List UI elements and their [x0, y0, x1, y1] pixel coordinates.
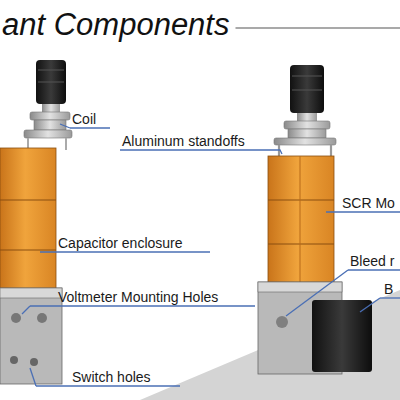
- leader-line: [30, 368, 36, 386]
- callout-label: Bleed r: [350, 253, 394, 269]
- cap-groove: [38, 82, 64, 83]
- leader-line: [360, 298, 380, 312]
- leader-lines: [22, 124, 400, 386]
- callout-label: B: [384, 281, 393, 297]
- voltmeter-hole: [37, 313, 47, 323]
- bleed-resistor-hole: [276, 316, 288, 328]
- cap-groove: [38, 70, 64, 71]
- right-tower: [258, 65, 372, 374]
- plate: [24, 130, 72, 138]
- black-cap: [36, 60, 66, 104]
- coil: [284, 121, 330, 129]
- voltmeter-hole: [11, 313, 21, 323]
- slide-title: ant Components: [2, 8, 229, 42]
- leader-line: [60, 124, 70, 128]
- scr-module-enclosure: [268, 156, 334, 284]
- coil: [30, 112, 70, 120]
- base-top: [0, 288, 62, 298]
- enclosure-band: [0, 200, 56, 201]
- coil-ring: [297, 113, 317, 121]
- leader-line: [22, 306, 30, 314]
- standoff: [65, 138, 67, 150]
- leader-line: [70, 127, 110, 128]
- title-rule: [235, 27, 400, 28]
- leader-line: [36, 385, 180, 386]
- leader-line: [30, 305, 255, 306]
- battery-box: [312, 300, 372, 372]
- switch-hole: [30, 358, 38, 366]
- enclosure-band: [268, 200, 334, 201]
- enclosure-edge: [300, 156, 301, 284]
- callout-label: SCR Mo: [342, 195, 395, 211]
- enclosure-band: [268, 244, 334, 245]
- callout-label: Coil: [72, 111, 96, 127]
- coil-ring: [42, 104, 60, 112]
- black-cap: [290, 65, 324, 113]
- leader-line: [348, 269, 400, 270]
- callout-label: Voltmeter Mounting Holes: [58, 289, 218, 305]
- capacitor-enclosure: [0, 148, 56, 290]
- callout-label: Switch holes: [72, 369, 151, 385]
- leader-line: [286, 270, 348, 316]
- cap-groove: [292, 76, 322, 77]
- enclosure-band: [0, 250, 56, 251]
- cap-groove: [292, 90, 322, 91]
- callout-label: Aluminum standoffs: [122, 133, 245, 149]
- plate: [274, 138, 336, 145]
- leader-line: [40, 251, 210, 252]
- left-tower: [0, 60, 72, 384]
- leader-line: [326, 211, 400, 212]
- coil: [288, 129, 326, 138]
- switch-hole: [10, 356, 18, 364]
- leader-line: [380, 297, 400, 298]
- callout-label: Capacitor enclosure: [58, 235, 183, 251]
- leader-line: [120, 150, 282, 154]
